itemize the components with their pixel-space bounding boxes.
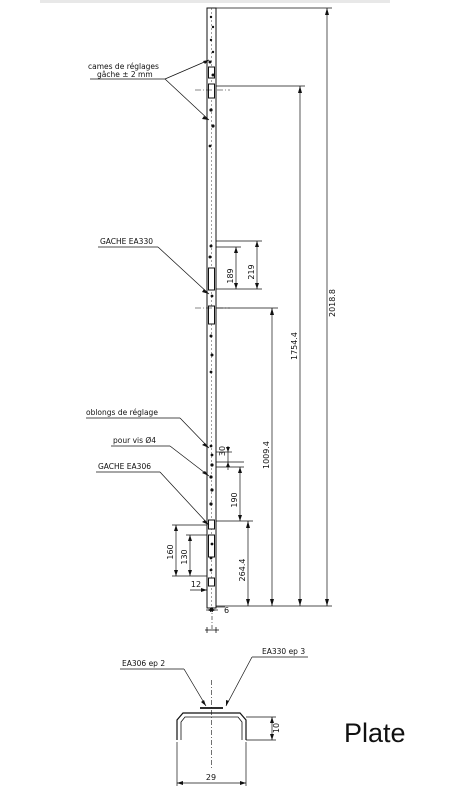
label-gache-ea306: GACHE EA306 bbox=[98, 462, 151, 471]
dimension-1754: 1754.4 bbox=[290, 332, 299, 360]
dimension-130: 130 bbox=[180, 549, 189, 564]
dimension-160: 160 bbox=[166, 544, 175, 559]
label-cames-line1: cames de réglages bbox=[88, 62, 159, 71]
dimension-29: 29 bbox=[206, 773, 216, 782]
strip-holes bbox=[208, 15, 215, 572]
dimension-219: 219 bbox=[247, 264, 256, 279]
overall-dimension-lines bbox=[216, 7, 332, 607]
dimension-30: 30 bbox=[218, 446, 227, 456]
overall-dimension-arrows bbox=[246, 8, 329, 606]
dim-219-189-lines bbox=[216, 240, 262, 290]
dimension-12: 12 bbox=[191, 580, 201, 589]
label-oblongs: oblongs de réglage bbox=[86, 408, 158, 417]
dimension-6: 6 bbox=[224, 606, 229, 615]
dim-160-130-lines bbox=[172, 524, 207, 577]
dim-30-190-arrows bbox=[226, 447, 242, 521]
label-gache-ea330: GACHE EA330 bbox=[100, 237, 153, 246]
dim-160-130-arrows bbox=[174, 525, 192, 576]
dimension-264: 264.4 bbox=[238, 559, 247, 582]
label-ea306-ep2: EA306 ep 2 bbox=[122, 659, 165, 668]
dimension-2018: 2018.8 bbox=[328, 289, 337, 317]
striker-axes bbox=[195, 89, 230, 309]
callout-arrows bbox=[202, 60, 209, 525]
label-ea330-ep3: EA330 ep 3 bbox=[262, 647, 305, 656]
dimension-189: 189 bbox=[226, 268, 235, 283]
strip-slots bbox=[208, 66, 215, 587]
dimension-10: 10 bbox=[272, 723, 281, 733]
label-pour-vis: pour vis Ø4 bbox=[113, 436, 156, 445]
top-strip bbox=[40, 0, 390, 3]
plate-profile-arrows bbox=[177, 700, 274, 785]
callout-leaders bbox=[86, 59, 210, 526]
dimension-1009: 1009.4 bbox=[262, 441, 271, 469]
plate-caption: Plate bbox=[344, 718, 406, 748]
dimension-190: 190 bbox=[230, 492, 239, 507]
dim-12-6-arrows bbox=[201, 588, 216, 612]
dim-30-190-lines bbox=[216, 446, 244, 521]
label-cames-line2: gâche ± 2 mm bbox=[97, 70, 153, 79]
plate-profile bbox=[120, 656, 308, 786]
dim-219-189-arrows bbox=[234, 241, 259, 289]
